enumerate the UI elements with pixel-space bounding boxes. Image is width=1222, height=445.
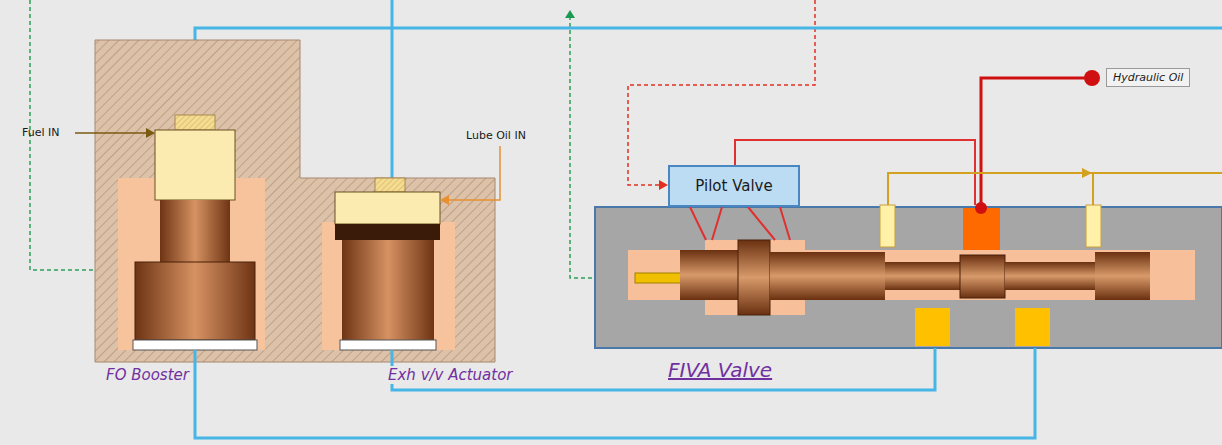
actuator-unit: Exh v/v Actuator <box>322 178 455 350</box>
actuator-bore <box>322 222 455 350</box>
booster-piston <box>135 262 255 340</box>
spool-neck <box>885 262 960 290</box>
hydraulic-dot <box>1084 70 1100 86</box>
fiva-body <box>595 207 1222 348</box>
hydraulic-dot <box>975 202 987 214</box>
fuel-in-arrow <box>75 132 148 134</box>
pilot-passage <box>690 207 790 240</box>
spool-section <box>770 252 885 300</box>
hydraulic-oil-label: Hydraulic Oil <box>1106 68 1190 87</box>
drain-port <box>880 205 895 247</box>
oil-pipe <box>391 0 394 180</box>
booster-base <box>133 340 257 350</box>
booster-bore <box>118 178 265 350</box>
lube-in-arrowhead <box>440 195 449 205</box>
unit-label: Exh v/v Actuator <box>385 366 516 384</box>
unit-label: FIVA Valve <box>668 358 772 382</box>
actuator-base <box>340 340 436 350</box>
supply-port <box>963 208 1000 250</box>
drain-line <box>1092 173 1094 205</box>
pilot-valve-box: Pilot Valve <box>668 165 800 207</box>
spool-land <box>960 255 1005 298</box>
control-arrowhead <box>659 180 668 190</box>
fuel-in-arrowhead <box>146 128 155 138</box>
booster-plunger <box>160 200 230 262</box>
fuel-in-label: Fuel IN <box>22 126 60 139</box>
spool-land <box>738 240 770 315</box>
actuator-piston <box>342 240 434 340</box>
spool-section <box>1095 252 1150 300</box>
lube-in-label: Lube Oil IN <box>466 129 526 142</box>
signal-arrowhead <box>565 10 575 18</box>
oil-pipe <box>195 28 1222 115</box>
actuator-plug <box>375 178 405 192</box>
drain-port <box>1086 205 1101 247</box>
drain-line <box>888 173 1222 205</box>
booster-top-chamber <box>155 130 235 200</box>
booster-unit: FO Booster <box>118 115 265 350</box>
oil-pipe-connector <box>195 348 1035 438</box>
spool-neck <box>1005 262 1095 290</box>
fiva-chamber <box>628 250 1195 300</box>
booster-plug <box>175 115 215 130</box>
box-label: Pilot Valve <box>695 177 772 195</box>
actuator-rim <box>335 224 440 240</box>
drain-arrowhead <box>1082 168 1092 178</box>
hydraulic-line <box>981 78 1090 208</box>
outlet-port <box>915 308 950 346</box>
block-housing <box>95 40 495 362</box>
spool-section <box>680 250 742 300</box>
lube-in-arrow <box>448 146 500 200</box>
actuator-top-chamber <box>335 192 440 224</box>
fiva-valve-block: FIVA Valve <box>595 207 1222 348</box>
unit-label: FO Booster <box>103 366 192 384</box>
outlet-port <box>1015 308 1050 346</box>
